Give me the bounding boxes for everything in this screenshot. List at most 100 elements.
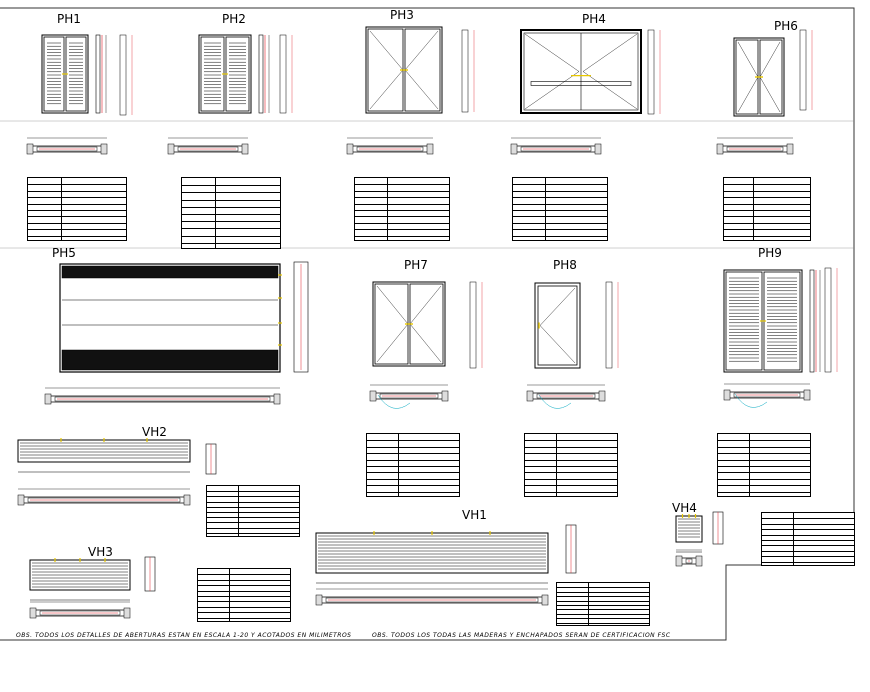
spec-table-row [355,190,449,192]
door-leaf [537,285,578,366]
spec-table-divider [398,434,400,496]
door-leaf [374,283,409,365]
spec-table-row [182,242,280,244]
hinge-mark [539,325,576,364]
hinge-mark [404,30,439,71]
door-ph2 [198,34,270,114]
door-frame [520,29,642,114]
plan-leaf [520,146,592,152]
hinge-mark [524,33,580,72]
plan-jamb [29,607,37,619]
window-section [144,556,156,592]
spec-table-row [762,518,854,520]
spec-table-row [557,613,649,615]
spec-table-row [28,222,126,224]
spec-table-row [762,534,854,536]
door-ph9 [723,269,821,373]
spec-table-row [207,532,299,534]
spec-table-row [355,184,449,186]
spec-table-row [367,446,459,448]
door-leaf [404,28,441,112]
spec-table-row [724,229,810,231]
plan-leaf [36,146,98,152]
door-leaf [200,36,225,112]
spec-table-divider [215,178,217,248]
spec-table-row [718,453,810,455]
door-leaf [43,36,65,112]
spec-table-row [513,216,607,218]
spec-table-row [513,222,607,224]
spec-table-row [513,210,607,211]
spec-table-row [182,206,280,208]
jamb-section [95,34,101,114]
spec-table-row [557,618,649,620]
spec-table-row [557,622,649,624]
jamb-detail [119,34,133,116]
plan-jamb [346,143,354,155]
spec-table-row [367,491,459,493]
door-frame [365,26,443,114]
spec-table-row [198,617,290,619]
plan-ph2 [167,137,249,155]
plan-jamb [526,390,534,402]
jamb-section [461,29,469,113]
plan-jamb [26,143,34,155]
label-ph9: PH9 [758,246,782,260]
spec-table-row [557,591,649,593]
jamb-detail [461,29,475,113]
spec-table-row [28,184,126,186]
plan-jamb [723,389,731,401]
spec-table-divider [544,178,546,240]
door-leaf [65,36,87,112]
spec-table-row [762,523,854,525]
label-ph4: PH4 [582,12,606,26]
spec-table-row [207,501,299,503]
spec-table-row [762,545,854,547]
spec-table-row [198,606,290,608]
plan-jamb [315,594,323,606]
label-vh2: VH2 [142,425,167,439]
plan-jamb [167,143,175,155]
spec-table-row [513,190,607,192]
spec-table-ph1 [27,177,127,241]
spec-table-row [762,540,854,541]
spec-table-row [207,527,299,529]
plan-vh2 [17,488,191,506]
spec-table-ph9 [717,433,811,497]
jamb-section [279,34,287,114]
hinge-mark [376,323,409,363]
spec-table-row [718,472,810,474]
hinge-mark [582,71,638,110]
label-vh4: VH4 [672,501,697,515]
hinge-mark [582,33,638,72]
plan-ph6 [716,137,794,155]
jamb-section [799,29,807,111]
door-ph5 [59,261,309,373]
spec-table-divider [749,434,751,496]
label-ph1: PH1 [57,12,81,26]
spec-table-row [198,601,290,603]
spec-table-vh4 [761,512,855,566]
spec-table-row [182,221,280,223]
spec-table-row [718,459,810,461]
spec-table-row [198,612,290,614]
plan-leaf [39,610,121,616]
door-frame [733,37,785,117]
door-frame [372,281,446,367]
door-leaf [759,39,783,115]
door-frame [59,263,281,373]
spec-table-row [525,440,617,442]
spec-table-ph4 [512,177,608,241]
label-vh3: VH3 [88,545,113,559]
spec-table-row [367,472,459,474]
plan-jamb [716,143,724,155]
plan-vh4 [675,549,703,567]
spec-table-row [525,459,617,461]
spec-table-row [207,512,299,513]
window-section [205,443,217,475]
spec-table-row [367,478,459,480]
spec-table-row [525,491,617,493]
window-frame [17,439,191,463]
spec-table-row [525,453,617,455]
